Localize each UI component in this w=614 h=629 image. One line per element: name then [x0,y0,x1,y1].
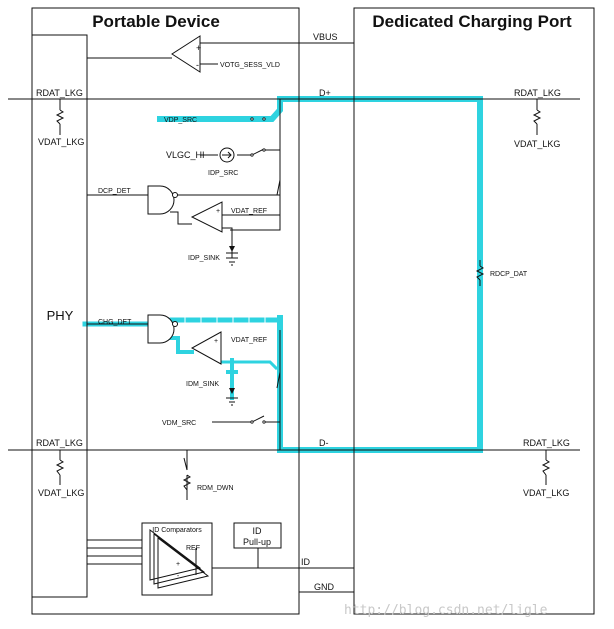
idp-src-label: IDP_SRC [208,170,238,177]
idp-sink-label: IDP_SINK [188,255,220,262]
gnd-label: GND [314,582,335,592]
chg-det-label: CHG_DET [98,319,132,326]
vbus-comp-plus: + [196,43,201,53]
dm-to-comp-highlight [219,360,279,371]
id-label: ID [301,557,311,567]
chg-det-fb-highlight [169,317,283,348]
id-pullup-block [233,522,282,549]
rdm-dwn-resistor [182,474,192,491]
idp-src-current-source [219,147,235,163]
vdat-lkg-tl-label: VDAT_LKG [38,137,84,147]
dcp-comp-plus: + [216,208,220,215]
vlgc-hi-label: VLGC_HI [166,150,205,160]
highlight-paths [82,96,483,453]
dminus-label: D- [319,438,329,448]
id-ref-label: REF [186,545,200,552]
switch-contacts [250,117,266,424]
dplus-label: D+ [319,88,331,98]
charging-port-title: Dedicated Charging Port [372,12,572,31]
chg-det-logic [147,314,238,406]
rdat-lkg-tr-label: RDAT_LKG [514,88,561,98]
portable-device-title: Portable Device [92,12,220,31]
rdat-lkg-br-resistor [541,459,551,476]
vdm-src-label: VDM_SRC [162,420,196,427]
dcp-loop-highlight [277,96,483,453]
rdcp-dat-label: RDCP_DAT [490,271,528,278]
rdat-lkg-tl-resistor [55,109,65,125]
resistors [55,109,551,491]
wires [8,42,580,593]
dcp-det-logic [147,185,238,254]
vbus-comp-minus: - [196,60,199,70]
vbus-comparator [171,35,201,73]
watermark-text: http://blog.csdn.net/ligle [344,603,548,618]
id-pullup-label-2: Pull-up [243,537,271,547]
dcp-det-label: DCP_DET [98,188,131,195]
rdat-lkg-bl-label: RDAT_LKG [36,438,83,448]
rdcp-dat-resistor [475,265,485,281]
id-comp-minus: - [177,573,180,580]
vdp-src-highlight [157,96,283,122]
chg-comp-plus: + [214,338,218,345]
block-outlines [31,7,595,615]
id-comp-plus: + [176,561,180,568]
vdat-lkg-br-label: VDAT_LKG [523,488,569,498]
vdat-lkg-bl-label: VDAT_LKG [38,488,84,498]
phy-label: PHY [47,308,74,323]
idm-sink-label: IDM_SINK [186,381,219,388]
rdat-lkg-tr-resistor [532,109,542,125]
rdm-dwn-label: RDM_DWN [197,485,234,492]
vdat-lkg-tr-label: VDAT_LKG [514,139,560,149]
votg-sess-vld-label: VOTG_SESS_VLD [220,62,280,69]
phy-box [31,34,88,598]
rdat-lkg-bl-resistor [55,459,65,476]
id-comparators-label: ID Comparators [152,527,202,534]
vdat-ref-2-label: VDAT_REF [231,337,267,344]
id-comparators-block [141,522,213,596]
rdat-lkg-tl-label: RDAT_LKG [36,88,83,98]
vdat-ref-1-label: VDAT_REF [231,208,267,215]
charging-port-box [353,7,595,615]
vbus-label: VBUS [313,32,338,42]
sink-arrows [229,246,235,394]
vdp-src-label: VDP_SRC [164,117,197,124]
id-pullup-label-1: ID [253,526,263,536]
chg-det-in-highlight [168,336,194,354]
rdat-lkg-br-label: RDAT_LKG [523,438,570,448]
